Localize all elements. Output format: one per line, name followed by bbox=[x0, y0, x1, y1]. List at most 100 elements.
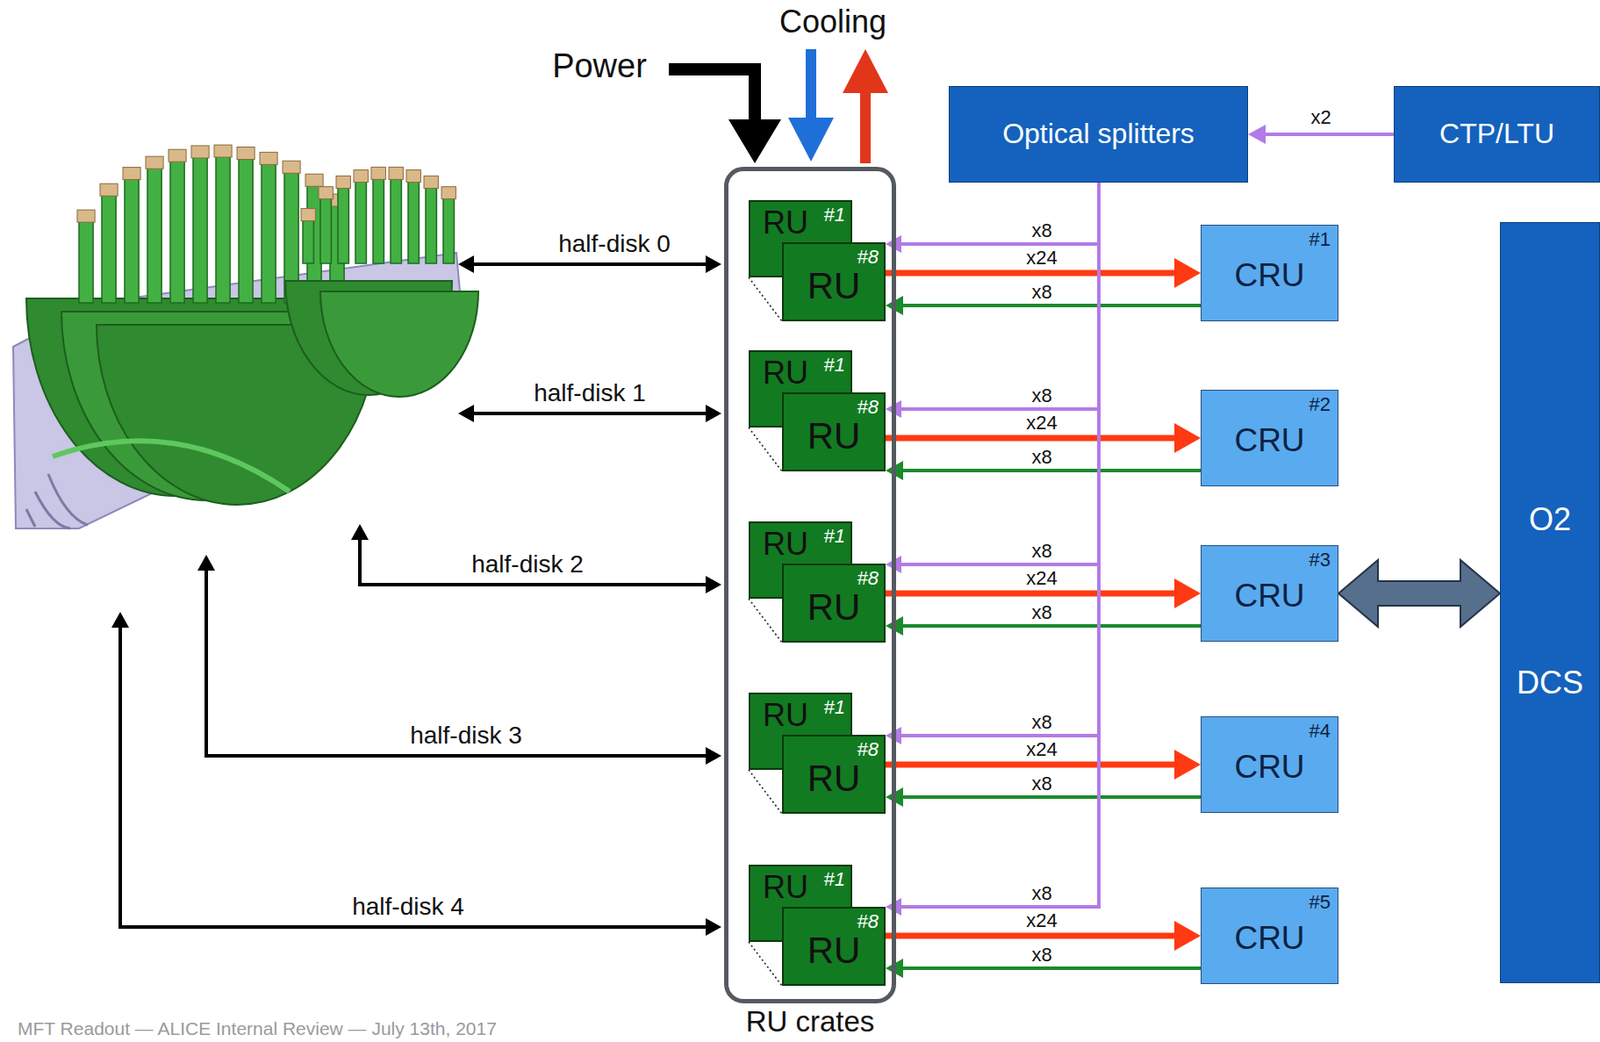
ladder bbox=[443, 195, 454, 264]
link-count: x8 bbox=[1028, 772, 1055, 795]
unit-name: RU bbox=[807, 749, 861, 799]
system-box: Optical splitters bbox=[948, 86, 1249, 183]
link-line bbox=[901, 966, 1201, 970]
ladder-support bbox=[214, 144, 232, 158]
half-disk-link bbox=[470, 262, 710, 266]
ladder-support bbox=[301, 208, 316, 222]
data-link bbox=[1338, 559, 1500, 627]
readout-unit-box: RU#8 bbox=[782, 906, 886, 986]
unit-name: RU bbox=[762, 526, 809, 562]
ladder bbox=[425, 184, 437, 264]
data-link bbox=[885, 182, 1099, 916]
unit-number: #1 bbox=[824, 354, 846, 376]
half-disk-link bbox=[470, 411, 710, 416]
unit-name: RU bbox=[807, 578, 861, 628]
ladder-support bbox=[191, 145, 209, 158]
link-line bbox=[885, 590, 1177, 597]
arrow-head bbox=[1248, 124, 1266, 144]
ladder-support bbox=[145, 156, 164, 169]
link-count: x8 bbox=[1028, 943, 1055, 966]
unit-number: #4 bbox=[1309, 720, 1331, 742]
link-line bbox=[901, 795, 1201, 799]
unit-number: #8 bbox=[857, 911, 879, 933]
ladder bbox=[193, 154, 208, 303]
arrow-head bbox=[1174, 258, 1201, 288]
link-count: x8 bbox=[1028, 710, 1055, 733]
link-line bbox=[885, 932, 1177, 940]
crate-frame: RU cratesRU#1RU#8RU#1RU#8RU#1RU#8RU#1RU#… bbox=[724, 166, 897, 1004]
arrow-head bbox=[1174, 423, 1201, 453]
link-line bbox=[901, 303, 1201, 308]
unit-name: RU bbox=[762, 355, 809, 391]
cru-box: CRU#2 bbox=[1200, 389, 1339, 487]
link-count: x24 bbox=[1023, 411, 1060, 434]
ladder-support bbox=[122, 167, 141, 180]
box-label: CRU bbox=[1234, 252, 1305, 295]
data-link bbox=[885, 182, 1099, 253]
arrow-head bbox=[458, 255, 474, 273]
ladder bbox=[215, 153, 230, 303]
ladder-support bbox=[423, 175, 438, 188]
link-count: x24 bbox=[1023, 738, 1060, 761]
unit-number: #1 bbox=[824, 868, 846, 890]
ladder bbox=[147, 165, 162, 303]
data-link bbox=[885, 182, 1099, 574]
box-label: CRU bbox=[1234, 573, 1305, 615]
box-label: Optical splitters bbox=[1002, 118, 1195, 150]
ladder-support bbox=[441, 186, 456, 200]
footer-note: MFT Readout — ALICE Internal Review — Ju… bbox=[17, 1018, 497, 1040]
cooling-in-arrow bbox=[805, 49, 817, 122]
link-line bbox=[885, 270, 1177, 277]
box-label: CTP/LTU bbox=[1439, 118, 1555, 150]
data-link bbox=[885, 182, 1099, 418]
arrow-head bbox=[351, 523, 369, 540]
link-line bbox=[899, 182, 1099, 907]
unit-number: #1 bbox=[824, 204, 846, 226]
link-count: x8 bbox=[1028, 539, 1055, 562]
cru-box: CRU#4 bbox=[1200, 716, 1339, 813]
unit-name: RU bbox=[762, 869, 809, 905]
arrow-head bbox=[458, 404, 474, 423]
half-disk-label: half-disk 0 bbox=[558, 229, 671, 259]
half-disk-link bbox=[359, 538, 710, 585]
link-line bbox=[901, 624, 1201, 628]
unit-number: #8 bbox=[857, 739, 879, 761]
readout-unit-box: RU#8 bbox=[782, 734, 886, 814]
ladder-support bbox=[336, 175, 351, 188]
ladder bbox=[355, 179, 366, 264]
service-board bbox=[52, 440, 290, 492]
ladder bbox=[373, 175, 384, 264]
unit-number: #2 bbox=[1309, 394, 1331, 416]
stack-mark bbox=[748, 277, 783, 322]
arrow-head bbox=[111, 611, 130, 628]
unit-number: #5 bbox=[1309, 891, 1331, 913]
arrow-head bbox=[842, 49, 889, 94]
arrow-head bbox=[1174, 920, 1201, 951]
link-line bbox=[901, 468, 1201, 473]
link-count: x2 bbox=[1307, 106, 1334, 129]
ladder bbox=[170, 157, 185, 303]
arrow-head bbox=[705, 404, 722, 423]
ladder-support bbox=[236, 147, 255, 160]
link-count: x24 bbox=[1023, 246, 1060, 269]
unit-number: #8 bbox=[857, 396, 879, 418]
unit-name: RU bbox=[807, 257, 861, 307]
box-label: CRU bbox=[1234, 417, 1305, 460]
unit-name: RU bbox=[807, 407, 861, 457]
cru-box: CRU#3 bbox=[1200, 545, 1339, 642]
unit-number: #3 bbox=[1309, 549, 1331, 571]
arrow-head bbox=[705, 255, 722, 273]
link-count: x8 bbox=[1028, 882, 1055, 905]
half-disk-link bbox=[120, 625, 710, 927]
unit-name: RU bbox=[762, 205, 809, 241]
stack-mark bbox=[748, 941, 783, 986]
link-count: x8 bbox=[1028, 601, 1055, 624]
ladder-support bbox=[305, 173, 323, 187]
ladder-support bbox=[388, 166, 403, 180]
o2-dcs-box: O2DCS bbox=[1499, 222, 1600, 983]
bus-arrow bbox=[1338, 559, 1500, 627]
supply-label: Power bbox=[552, 47, 647, 87]
cooling-out-arrow bbox=[860, 91, 871, 164]
half-disk-label: half-disk 2 bbox=[471, 550, 584, 579]
ladder-support bbox=[259, 151, 278, 165]
